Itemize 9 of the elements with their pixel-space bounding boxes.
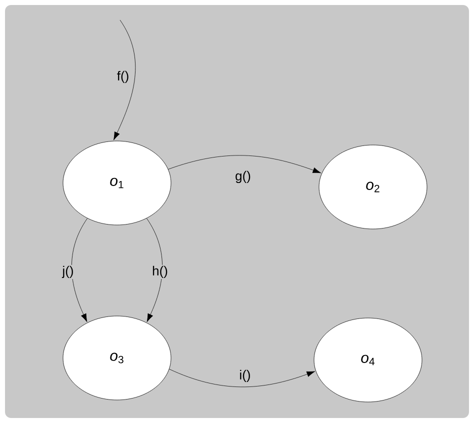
arrow (72, 218, 88, 322)
arrow (114, 20, 136, 140)
arrow (146, 218, 163, 322)
arrow (168, 155, 322, 174)
arrow (169, 368, 316, 388)
edge-label: j() (61, 264, 75, 280)
edge-label: g() (234, 170, 252, 184)
edge-label: h() (151, 264, 169, 280)
edge-label: i() (238, 368, 252, 384)
